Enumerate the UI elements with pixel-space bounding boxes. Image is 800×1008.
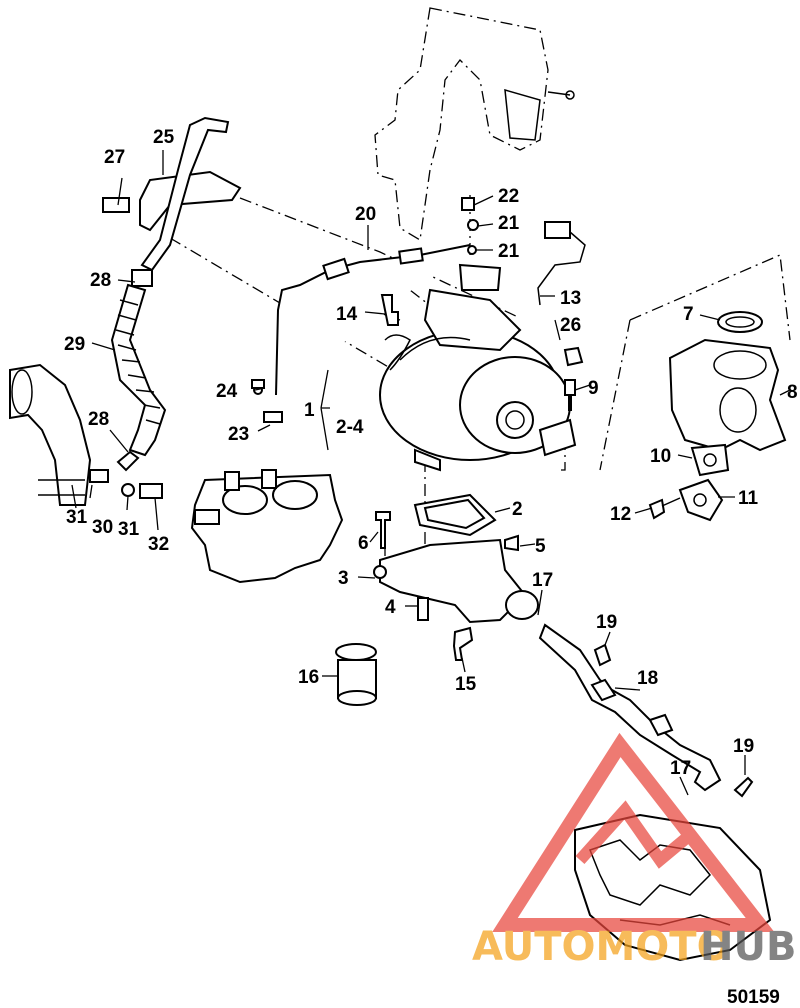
callout-12: 12: [610, 504, 631, 525]
screw-12: [648, 497, 681, 520]
callout-29: 29: [64, 334, 85, 355]
callout-19-bottom: 19: [733, 736, 754, 757]
callout-9: 9: [588, 378, 599, 399]
leader-lines: [71, 150, 791, 796]
callout-2: 2: [512, 499, 523, 520]
callout-16: 16: [298, 667, 319, 688]
callout-8: 8: [787, 382, 798, 403]
callout-13: 13: [560, 288, 581, 309]
callout-32: 32: [148, 534, 169, 555]
callout-14: 14: [336, 304, 358, 325]
gasket-10: [690, 443, 730, 477]
callout-21-top: 21: [498, 213, 520, 234]
turbo-outlet-elbow: [668, 311, 787, 452]
figure-id: 50159: [727, 987, 780, 1008]
callout-4: 4: [385, 597, 396, 618]
callout-17-mid: 17: [532, 570, 553, 591]
callout-31-left: 31: [66, 507, 88, 528]
oil-return-line: [538, 623, 754, 798]
callout-1: 1: [304, 400, 315, 421]
watermark-mountain: [575, 800, 735, 889]
callout-25: 25: [153, 127, 175, 148]
watermark-logo: AUTOMOTO HUB: [472, 732, 796, 970]
oil-line: [275, 244, 471, 396]
callout-2-4: 2-4: [336, 417, 364, 438]
callout-21-bottom: 21: [498, 241, 520, 262]
sensor-13: [537, 221, 586, 306]
elbow-fitting: [9, 363, 92, 506]
fitting-26: [563, 346, 584, 367]
throttle-body: [190, 379, 344, 584]
callout-24: 24: [216, 381, 238, 402]
heat-shield: [374, 7, 575, 242]
watermark-text-orange: AUTOMOTO: [472, 924, 731, 970]
callout-28-top: 28: [90, 270, 111, 291]
turbocharger: [379, 263, 577, 472]
callout-23: 23: [228, 424, 249, 445]
callout-11: 11: [738, 488, 759, 509]
flange-11: [678, 478, 724, 522]
coolant-hose-bracket: [102, 116, 242, 272]
callout-18: 18: [637, 668, 658, 689]
callout-10: 10: [650, 446, 671, 467]
callout-5: 5: [535, 536, 546, 557]
callout-17-bottom: 17: [670, 758, 691, 779]
callout-22: 22: [498, 186, 519, 207]
watermark-text-dark: HUB: [700, 924, 796, 970]
callout-15: 15: [455, 674, 477, 695]
hose: [110, 269, 167, 457]
callout-27: 27: [104, 147, 125, 168]
bolts: [375, 294, 576, 661]
support-bracket: [373, 538, 539, 624]
callout-31-right: 31: [118, 519, 140, 540]
gasket-2: [413, 493, 497, 537]
plug-22: [461, 197, 479, 255]
callout-28-bottom: 28: [88, 409, 109, 430]
callout-20: 20: [355, 204, 376, 225]
callout-30: 30: [92, 517, 113, 538]
callout-6: 6: [358, 533, 369, 554]
callout-19-mid: 19: [596, 612, 617, 633]
oil-filter: [335, 643, 377, 706]
callout-3: 3: [338, 568, 349, 589]
callout-labels: 27 25 20 22 21 21 13 14 26 7 9 8 28 29 2…: [64, 127, 798, 1008]
small-fittings: [89, 450, 163, 499]
callout-7: 7: [683, 304, 694, 325]
callout-26: 26: [560, 315, 581, 336]
